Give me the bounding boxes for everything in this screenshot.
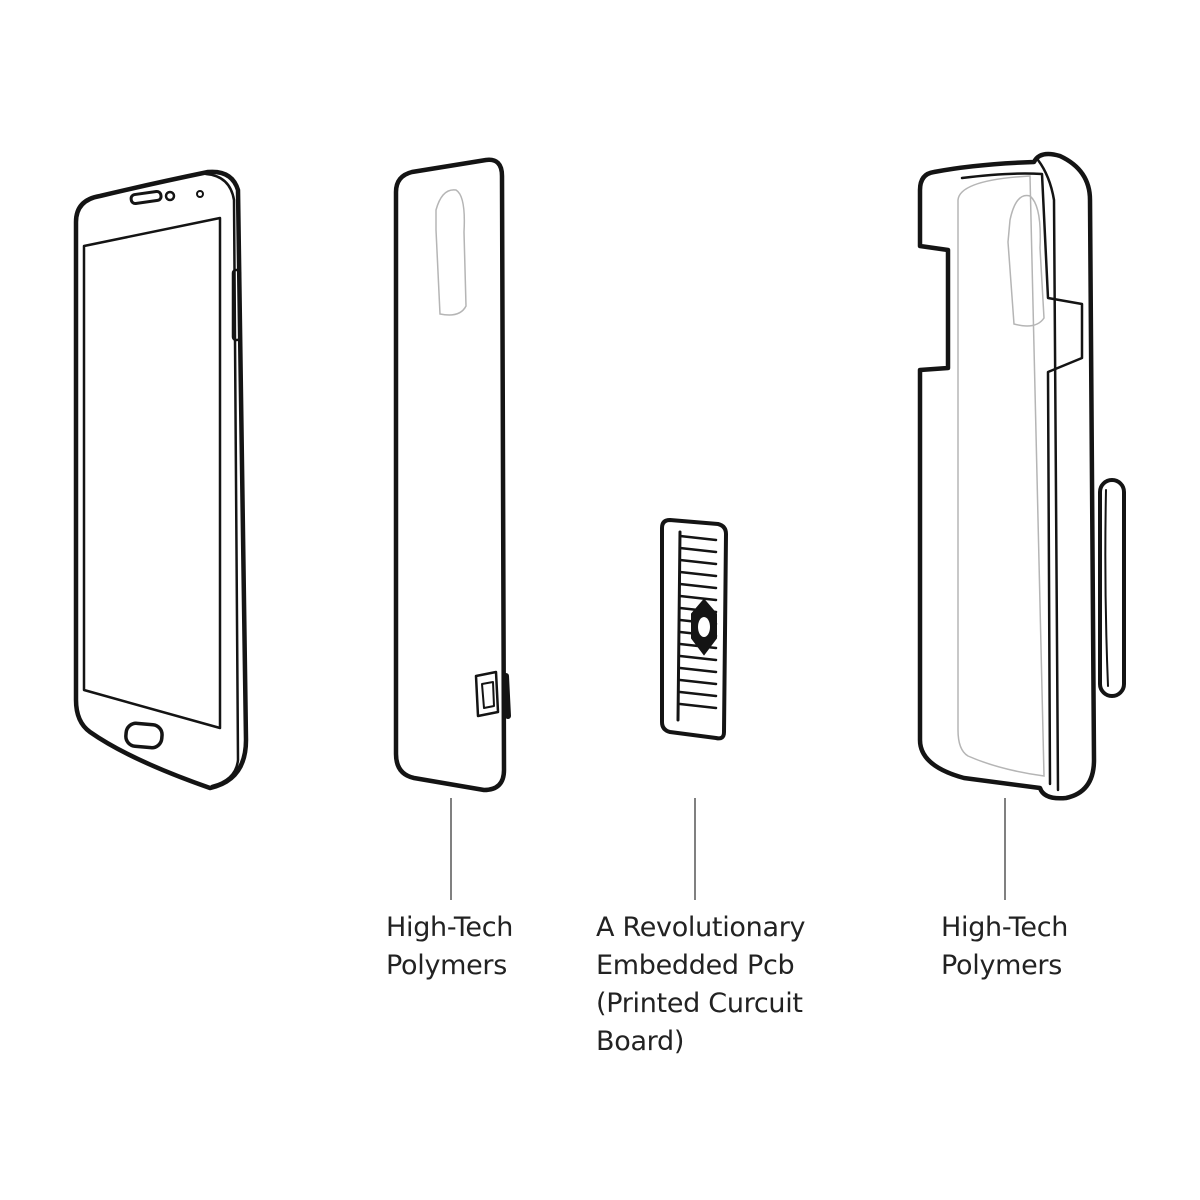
- label-back-shell: High-Tech Polymers: [386, 912, 514, 981]
- smartphone-illustration: [73, 169, 249, 791]
- back-shell-illustration: [393, 157, 511, 793]
- label-pcb: A Revolutionary Embedded Pcb (Printed Cu…: [596, 912, 806, 1057]
- pcb-illustration: [660, 518, 728, 741]
- bumper-shell-illustration: [917, 151, 1126, 801]
- label-bumper-shell: High-Tech Polymers: [941, 912, 1069, 981]
